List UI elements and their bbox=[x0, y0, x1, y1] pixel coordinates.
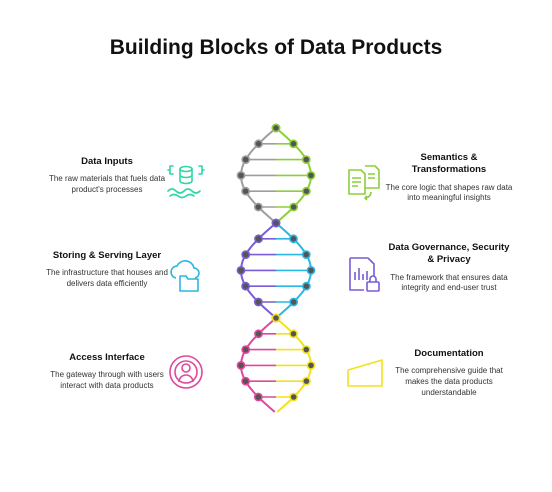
helix-node bbox=[306, 360, 316, 370]
block-storing-serving: Storing & Serving Layer The infrastructu… bbox=[42, 250, 172, 290]
helix-node bbox=[236, 170, 246, 180]
helix-node bbox=[289, 202, 299, 212]
block-description: The gateway through with users interact … bbox=[50, 370, 164, 391]
cloud-folder-icon bbox=[166, 254, 206, 294]
helix-node bbox=[306, 170, 316, 180]
block-description: The core logic that shapes raw data into… bbox=[385, 182, 513, 203]
file-lock-icon bbox=[345, 254, 385, 294]
block-governance: Data Governance, Security & Privacy The … bbox=[384, 242, 514, 294]
page-title: Building Blocks of Data Products bbox=[109, 36, 443, 59]
block-heading: Semantics & Transformations bbox=[411, 152, 487, 176]
block-description: The framework that ensures data integrit… bbox=[390, 272, 508, 293]
block-heading: Data Inputs bbox=[81, 156, 133, 167]
helix-node bbox=[301, 155, 311, 164]
helix-node bbox=[241, 250, 251, 259]
block-description: The infrastructure that houses and deliv… bbox=[46, 268, 168, 289]
helix-node bbox=[241, 281, 251, 291]
block-data-inputs: Data Inputs The raw materials that fuels… bbox=[42, 156, 172, 196]
block-semantics: Semantics & Transformations The core log… bbox=[384, 152, 514, 204]
helix-node bbox=[301, 376, 311, 386]
helix-node bbox=[236, 360, 246, 370]
block-heading: Data Governance, Security & Privacy bbox=[388, 242, 510, 266]
helix-node bbox=[236, 265, 246, 275]
helix-node bbox=[289, 329, 298, 339]
helix-node bbox=[253, 392, 263, 402]
helix-node bbox=[254, 139, 263, 149]
helix-node bbox=[289, 234, 298, 244]
helix-node bbox=[306, 265, 316, 275]
helix-node bbox=[301, 281, 311, 291]
block-heading: Access Interface bbox=[69, 352, 145, 363]
helix-node bbox=[289, 392, 299, 402]
helix-node bbox=[301, 186, 311, 196]
helix-node bbox=[301, 345, 311, 354]
block-heading: Storing & Serving Layer bbox=[52, 250, 162, 261]
document-icon bbox=[345, 356, 385, 390]
helix-node bbox=[254, 234, 263, 244]
block-description: The raw materials that fuels data produc… bbox=[48, 174, 166, 195]
helix-node bbox=[241, 376, 251, 386]
helix-node bbox=[301, 250, 311, 259]
helix-node bbox=[253, 202, 263, 212]
block-documentation: Documentation The comprehensive guide th… bbox=[384, 348, 514, 399]
block-access-interface: Access Interface The gateway through wit… bbox=[42, 352, 172, 392]
helix-node bbox=[253, 297, 263, 307]
block-heading: Documentation bbox=[414, 348, 484, 359]
helix-node bbox=[289, 297, 299, 307]
block-description: The comprehensive guide that makes the d… bbox=[395, 366, 503, 397]
database-stream-icon bbox=[166, 160, 206, 200]
helix-node bbox=[271, 123, 281, 133]
helix-node bbox=[241, 186, 251, 196]
helix-node bbox=[289, 139, 298, 149]
user-target-icon bbox=[166, 352, 206, 392]
helix-node bbox=[271, 218, 281, 228]
document-transform-icon bbox=[345, 162, 385, 202]
helix-node bbox=[271, 313, 281, 323]
helix-node bbox=[254, 329, 263, 339]
helix-node bbox=[241, 345, 251, 354]
helix-node bbox=[241, 155, 251, 164]
